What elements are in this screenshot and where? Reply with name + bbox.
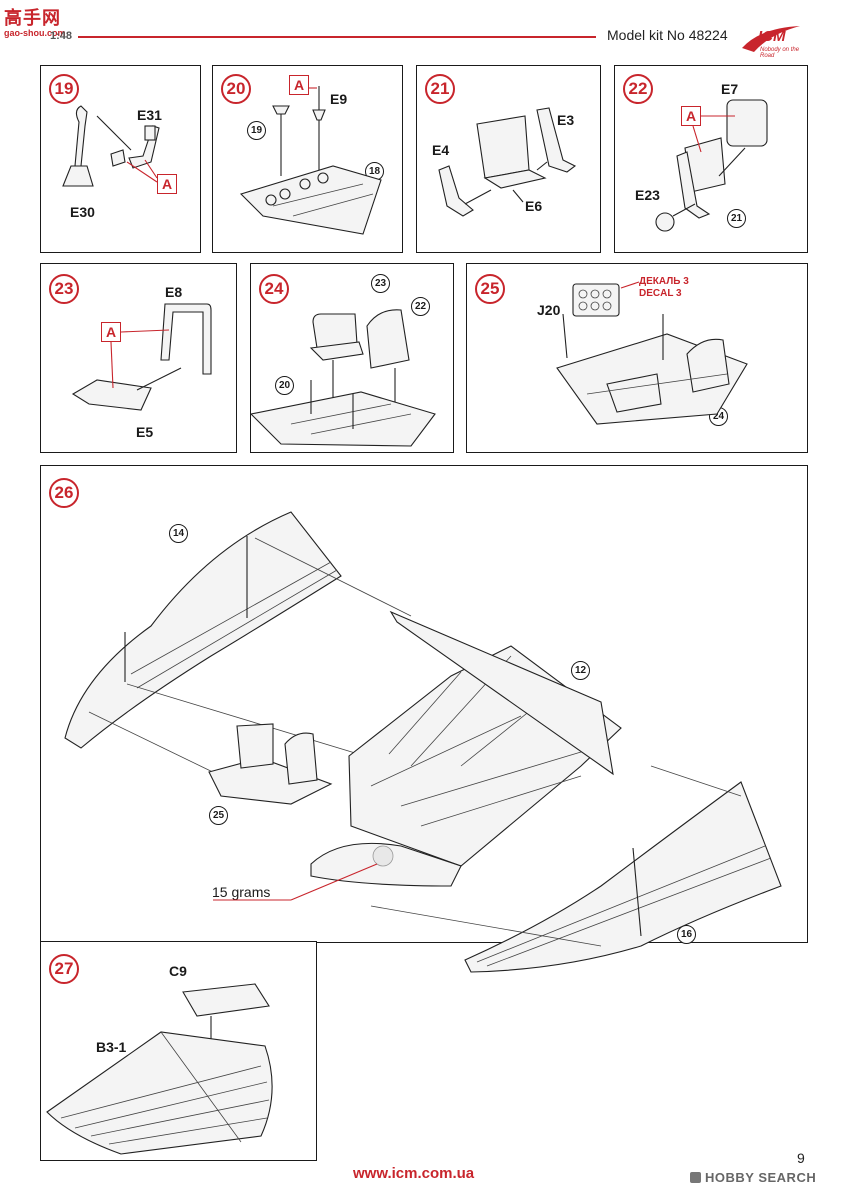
part-label: J20: [537, 302, 561, 318]
part-label: E9: [330, 91, 348, 107]
step-19-drawing: [62, 105, 160, 187]
step-number: 20: [221, 74, 251, 104]
watermark-text: 高手网: [4, 8, 61, 28]
step-ref: 23: [371, 274, 390, 293]
step-number: 24: [259, 274, 289, 304]
watermark-sub: gao-shou.com: [4, 28, 66, 38]
step-22-drawing: [655, 99, 768, 232]
step-27-panel: 27 C9 B3-1: [40, 941, 317, 1161]
step-ref: 12: [571, 661, 590, 680]
source-badge: HOBBY SEARCH: [690, 1170, 816, 1185]
step-25-panel: 25 ДЕКАЛЬ 3 DECAL 3 J20 24: [466, 263, 808, 453]
part-label: E4: [432, 142, 450, 158]
step-ref: 14: [169, 524, 188, 543]
step-23-drawing: [71, 303, 212, 411]
step-21-drawing: [438, 107, 577, 217]
kit-number: Model kit No 48224: [607, 27, 728, 43]
step-number: 25: [475, 274, 505, 304]
alt-marker: A: [681, 106, 701, 126]
step-ref: 22: [411, 297, 430, 316]
step-ref: 16: [677, 925, 696, 944]
step-21-panel: 21 E3 E4 E6: [416, 65, 601, 253]
part-label: E31: [137, 107, 162, 123]
step-ref: 25: [209, 806, 228, 825]
step-19-panel: 19 E31 A E30: [40, 65, 201, 253]
part-label: E30: [70, 204, 95, 220]
step-24-drawing: [249, 309, 436, 447]
header-rule: [78, 36, 596, 38]
alt-marker: A: [101, 322, 121, 342]
step-25-drawing: [556, 281, 748, 425]
part-label: E8: [165, 284, 183, 300]
step-ref: 21: [727, 209, 746, 228]
part-label: E23: [635, 187, 660, 203]
step-24-panel: 24 23 22 20: [249, 263, 454, 453]
page-number: 9: [797, 1150, 805, 1166]
step-27-drawing: [46, 983, 273, 1155]
alt-marker: A: [157, 174, 177, 194]
decal-note: ДЕКАЛЬ 3 DECAL 3: [639, 276, 689, 300]
alt-marker: A: [289, 75, 309, 95]
source-logo-icon: [690, 1172, 701, 1183]
brand-swoosh-icon: [742, 26, 800, 52]
step-20-panel: 20 A E9 19 18: [212, 65, 403, 253]
step-22-panel: 22 E7 A E23 21: [614, 65, 808, 253]
decal-ru: ДЕКАЛЬ 3: [639, 276, 689, 287]
part-label: E3: [557, 112, 575, 128]
decal-en: DECAL 3: [639, 288, 682, 299]
step-number: 19: [49, 74, 79, 104]
step-26-drawing: [64, 511, 782, 973]
part-label: B3-1: [96, 1039, 127, 1055]
scale-label: 1:48: [50, 30, 73, 42]
step-number: 22: [623, 74, 653, 104]
part-label: E6: [525, 198, 543, 214]
watermark-logo: 高手网 gao-shou.com: [4, 4, 74, 38]
part-label: E7: [721, 81, 739, 97]
step-number: 21: [425, 74, 455, 104]
brand-logo: ICM Nobody on the Road: [740, 22, 802, 59]
footer-url[interactable]: www.icm.com.ua: [353, 1165, 475, 1182]
part-label: E5: [136, 424, 154, 440]
step-23-panel: 23 E8 A E5: [40, 263, 237, 453]
step-number: 27: [49, 954, 79, 984]
brand-name: ICM: [758, 28, 786, 45]
brand-tagline: Nobody on the Road: [760, 47, 800, 59]
step-26-panel: 26 14 12 25 16 15 grams: [40, 465, 808, 973]
step-number: 26: [49, 478, 79, 508]
step-number: 23: [49, 274, 79, 304]
step-20-drawing: [239, 86, 382, 235]
source-name: HOBBY SEARCH: [705, 1170, 817, 1185]
step-ref: 19: [247, 121, 266, 140]
part-label: C9: [169, 963, 187, 979]
weight-note: 15 grams: [212, 884, 271, 900]
step-ref: 20: [275, 376, 294, 395]
